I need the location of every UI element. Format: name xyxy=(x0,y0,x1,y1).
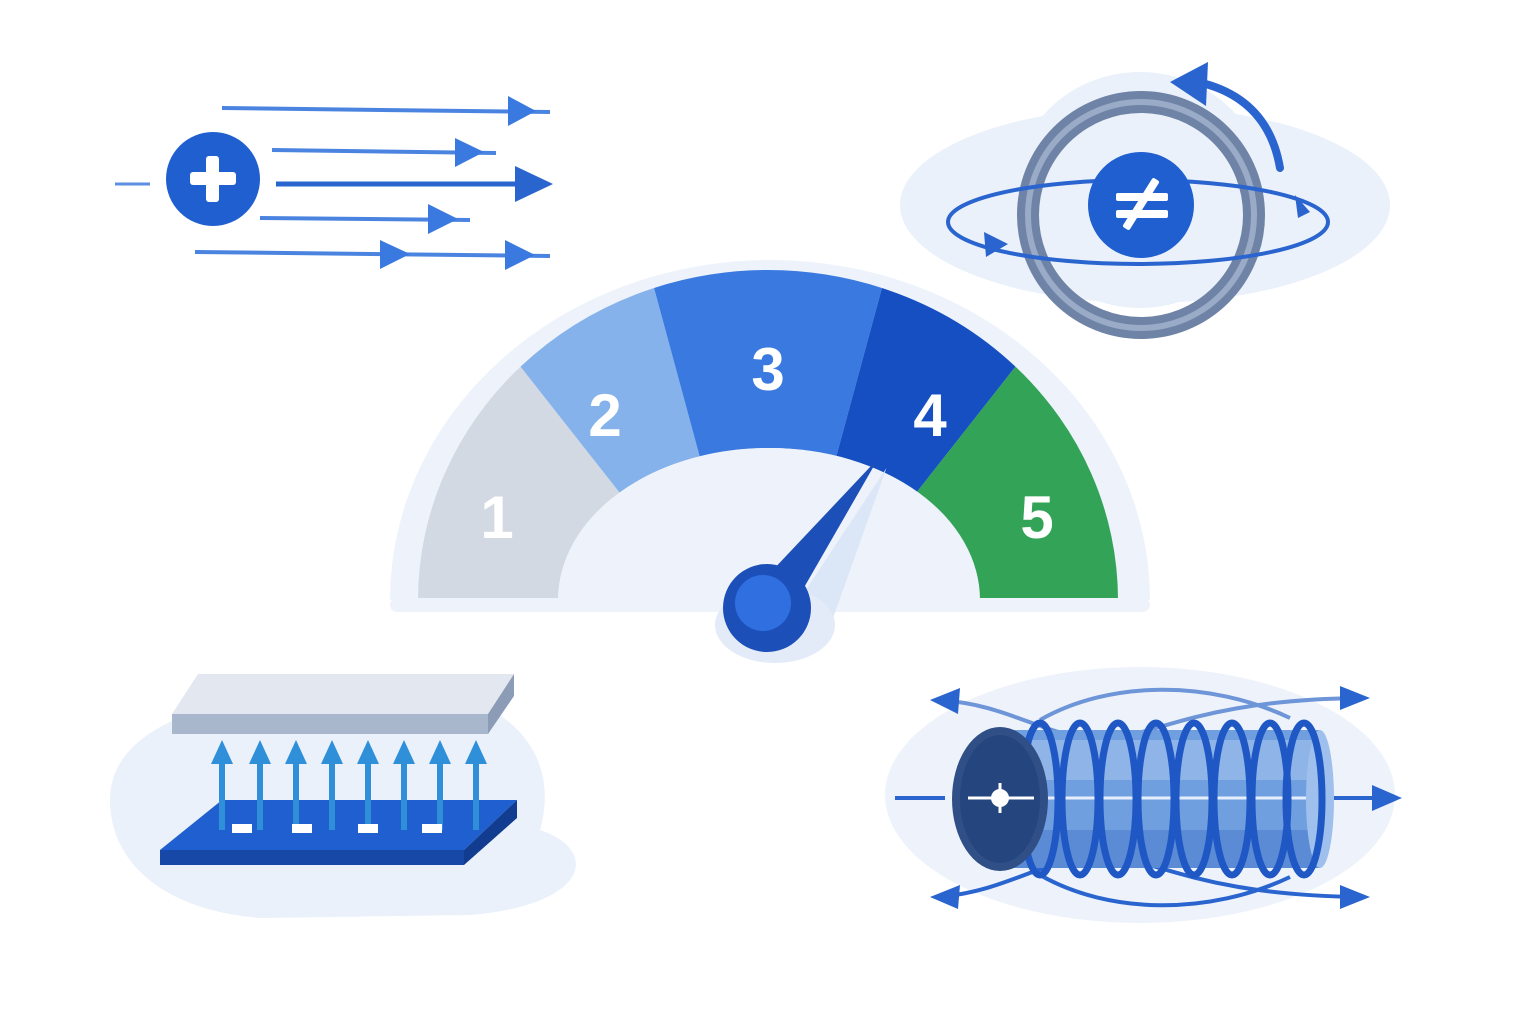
gauge-segments xyxy=(418,270,1118,600)
minus-plus-icon xyxy=(968,783,1034,813)
field-line xyxy=(276,166,553,202)
field-arrow xyxy=(393,740,415,830)
field-arrow xyxy=(285,740,307,830)
field-line xyxy=(271,138,497,167)
positive-charge-field xyxy=(115,96,553,270)
gauge-segment-3 xyxy=(654,270,882,457)
curved-rotation-arrow xyxy=(1194,78,1284,172)
gauge-segment-2 xyxy=(520,287,700,493)
field-line xyxy=(259,204,471,234)
field-arrow xyxy=(429,740,451,830)
orbit-arrow xyxy=(1295,195,1310,218)
orbit-arrow xyxy=(984,232,1008,257)
solenoid-coil xyxy=(1282,719,1326,879)
field-arrow xyxy=(249,740,271,830)
capacitor-field xyxy=(110,674,576,918)
not-equal-icon xyxy=(1116,178,1168,230)
gauge-segment-5 xyxy=(916,366,1118,600)
top-plate xyxy=(172,674,514,734)
bottom-plate xyxy=(160,800,517,865)
plus-icon xyxy=(190,156,236,202)
field-arrows xyxy=(211,740,487,830)
rotation-arrowhead xyxy=(1170,62,1208,106)
solenoid-core-highlight xyxy=(1000,740,1320,780)
field-arrow xyxy=(357,740,379,830)
field-line xyxy=(194,240,551,270)
gauge-label-5: 5 xyxy=(1020,484,1053,551)
atom-orbit xyxy=(900,62,1390,339)
gauge-segment-4 xyxy=(836,287,1016,493)
gauge-label-1: 1 xyxy=(480,484,513,551)
needle-hub-cap xyxy=(735,575,791,631)
gauge-label-2: 2 xyxy=(588,382,621,449)
field-line-arrows xyxy=(930,686,1402,909)
field-line xyxy=(221,96,551,126)
orbit-ring-inner xyxy=(1025,99,1257,331)
field-arrow xyxy=(465,740,487,830)
gauge-label-3: 3 xyxy=(751,336,784,403)
solenoid-field xyxy=(885,667,1402,923)
field-arrow xyxy=(211,740,233,830)
gauge: 1 2 3 4 5 xyxy=(390,260,1150,663)
minus-icon xyxy=(232,824,442,833)
gauge-labels: 1 2 3 4 5 xyxy=(480,336,1053,551)
gauge-segment-1 xyxy=(418,366,620,600)
field-arrow xyxy=(321,740,343,830)
gauge-label-4: 4 xyxy=(913,382,947,449)
